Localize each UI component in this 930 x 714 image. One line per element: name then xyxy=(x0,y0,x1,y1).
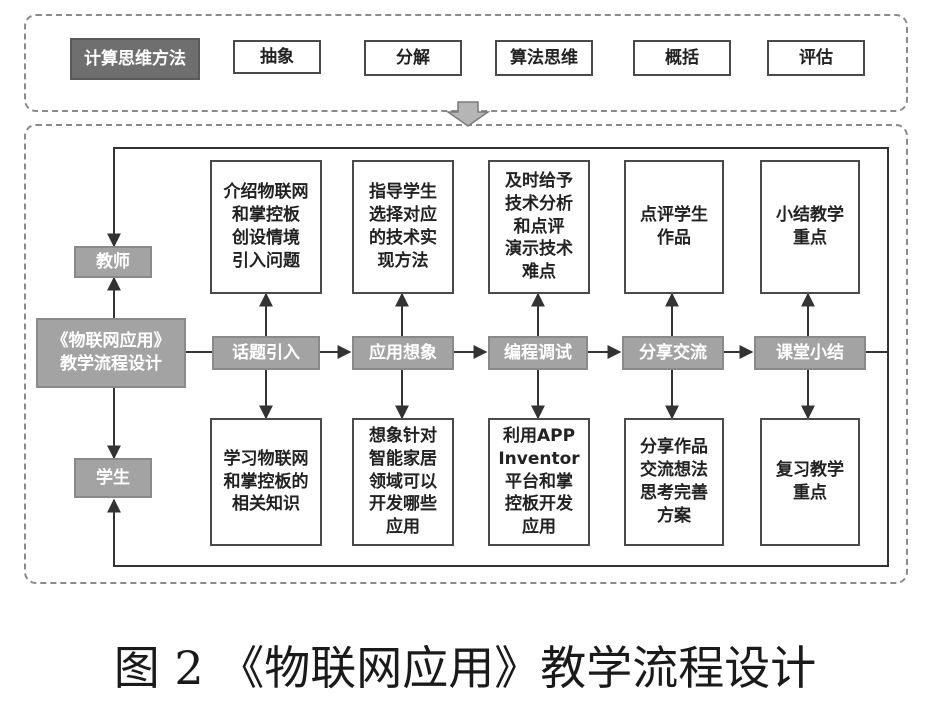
teacher-activity-programming: 及时给予 技术分析 和点评 演示技术 难点 xyxy=(488,160,590,294)
student-activity-sharing: 分享作品 交流想法 思考完善 方案 xyxy=(624,418,724,546)
role-teacher: 教师 xyxy=(74,246,152,278)
stage-topic-intro: 话题引入 xyxy=(212,336,320,370)
student-activity-imagine: 想象针对 智能家居 领域可以 开发哪些 应用 xyxy=(352,418,454,546)
student-activity-summary: 复习教学 重点 xyxy=(760,418,860,546)
method-decomposition: 分解 xyxy=(364,40,462,76)
teacher-activity-topic: 介绍物联网 和掌控板 创设情境 引入问题 xyxy=(210,160,322,294)
teacher-activity-imagine: 指导学生 选择对应 的技术实 现方法 xyxy=(352,160,454,294)
stage-programming-debug: 编程调试 xyxy=(488,336,588,370)
teacher-activity-sharing: 点评学生 作品 xyxy=(624,160,724,294)
role-student: 学生 xyxy=(74,458,152,498)
design-label: 《物联网应用》 教学流程设计 xyxy=(36,318,186,388)
method-algorithmic-thinking: 算法思维 xyxy=(495,40,593,76)
stage-sharing: 分享交流 xyxy=(622,336,724,370)
teacher-activity-summary: 小结教学 重点 xyxy=(760,160,860,294)
method-abstraction: 抽象 xyxy=(233,40,321,74)
method-generalization: 概括 xyxy=(633,40,731,76)
student-activity-topic: 学习物联网 和掌控板的 相关知识 xyxy=(210,418,322,546)
figure-caption: 图 2 《物联网应用》教学流程设计 xyxy=(113,641,817,695)
stage-application-imagine: 应用想象 xyxy=(352,336,454,370)
methods-header: 计算思维方法 xyxy=(70,38,200,80)
stage-summary: 课堂小结 xyxy=(754,336,866,370)
method-evaluation: 评估 xyxy=(767,40,865,76)
student-activity-programming: 利用APP Inventor 平台和掌 控板开发 应用 xyxy=(488,418,590,546)
